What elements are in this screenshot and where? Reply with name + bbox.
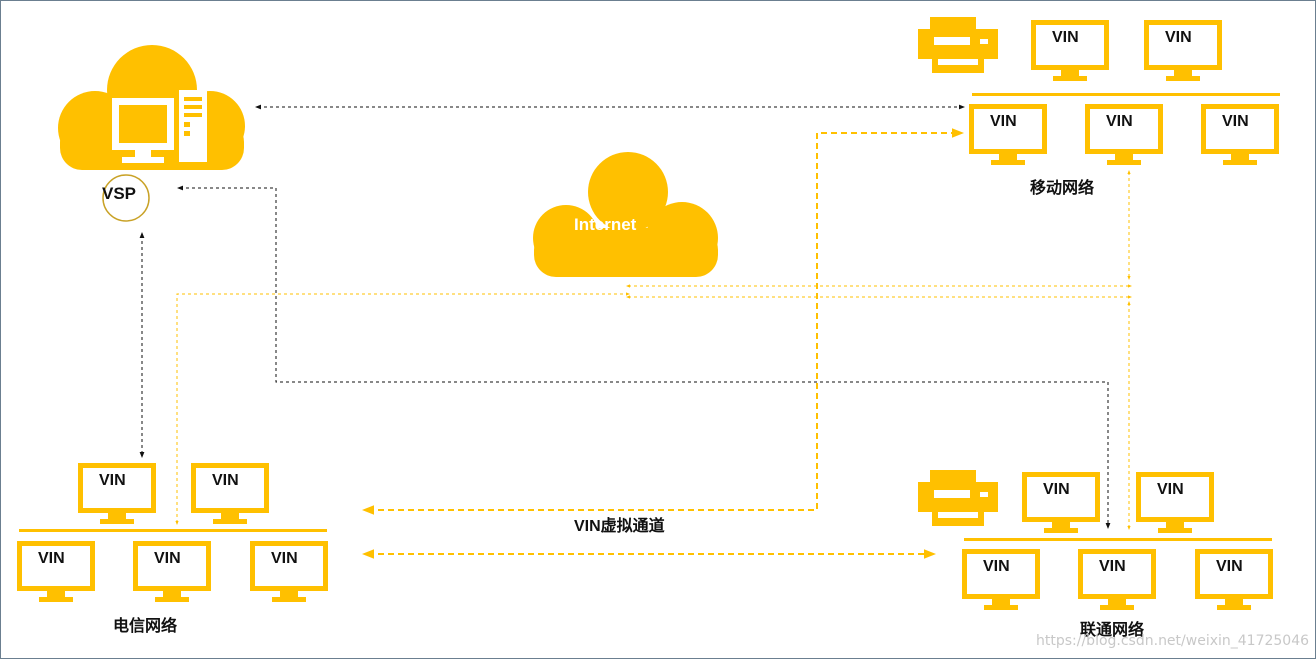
monitor-icon: VIN — [1078, 549, 1156, 610]
monitor-icon: VIN — [1195, 549, 1273, 610]
vin-label: VIN — [1106, 113, 1133, 130]
vin-label: VIN — [1052, 29, 1079, 46]
monitor-icon: VIN — [1136, 472, 1214, 533]
vin-label: VIN — [99, 472, 126, 489]
mobile-bus — [972, 93, 1280, 96]
monitor-icon: VIN — [1022, 472, 1100, 533]
mobile-network-label: 移动网络 — [1030, 178, 1094, 197]
monitor-icon: VIN — [1031, 20, 1109, 81]
vin-tunnel-label: VIN虚拟通道 — [574, 516, 665, 535]
internet-cloud-icon — [533, 152, 718, 277]
unicom-bus — [964, 538, 1272, 541]
vsp-label: VSP — [102, 184, 136, 203]
vin-label: VIN — [990, 113, 1017, 130]
monitor-icon: VIN — [1085, 104, 1163, 165]
monitor-icon: VIN — [133, 541, 211, 602]
tunnel-telecom-mobile — [362, 128, 964, 515]
monitor-icon: VIN — [17, 541, 95, 602]
vin-label: VIN — [271, 550, 298, 567]
vin-label: VIN — [1222, 113, 1249, 130]
printer-icon — [918, 470, 998, 526]
vin-label: VIN — [1165, 29, 1192, 46]
telecom-bus — [19, 529, 327, 532]
vin-label: VIN — [1099, 558, 1126, 575]
monitor-icon: VIN — [1201, 104, 1279, 165]
monitor-icon: VIN — [969, 104, 1047, 165]
telecom-network-label: 电信网络 — [113, 616, 177, 635]
vin-label: VIN — [983, 558, 1010, 575]
vin-label: VIN — [38, 550, 65, 567]
internet-label: Internet — [574, 215, 637, 234]
unicom-network-label: 联通网络 — [1080, 620, 1144, 639]
vin-label: VIN — [1216, 558, 1243, 575]
printers — [918, 17, 998, 526]
vsp-badge — [102, 174, 150, 222]
printer-icon — [918, 17, 998, 73]
monitor-icon: VIN — [962, 549, 1040, 610]
connections — [139, 104, 1132, 559]
monitor-icon: VIN — [250, 541, 328, 602]
watermark: https://blog.csdn.net/weixin_41725046 — [1036, 633, 1309, 649]
vin-label: VIN — [1157, 481, 1184, 498]
monitor-icon: VIN — [191, 463, 269, 524]
vin-terminals: VIN VIN VIN VIN VIN VIN VIN VIN VIN VIN VIN VIN VIN V… — [17, 20, 1279, 610]
monitor-icon: VIN — [1144, 20, 1222, 81]
vin-label: VIN — [1043, 481, 1070, 498]
vsp-cloud-server-icon — [58, 45, 245, 170]
monitor-icon: VIN — [78, 463, 156, 524]
vin-label: VIN — [212, 472, 239, 489]
vin-label: VIN — [154, 550, 181, 567]
